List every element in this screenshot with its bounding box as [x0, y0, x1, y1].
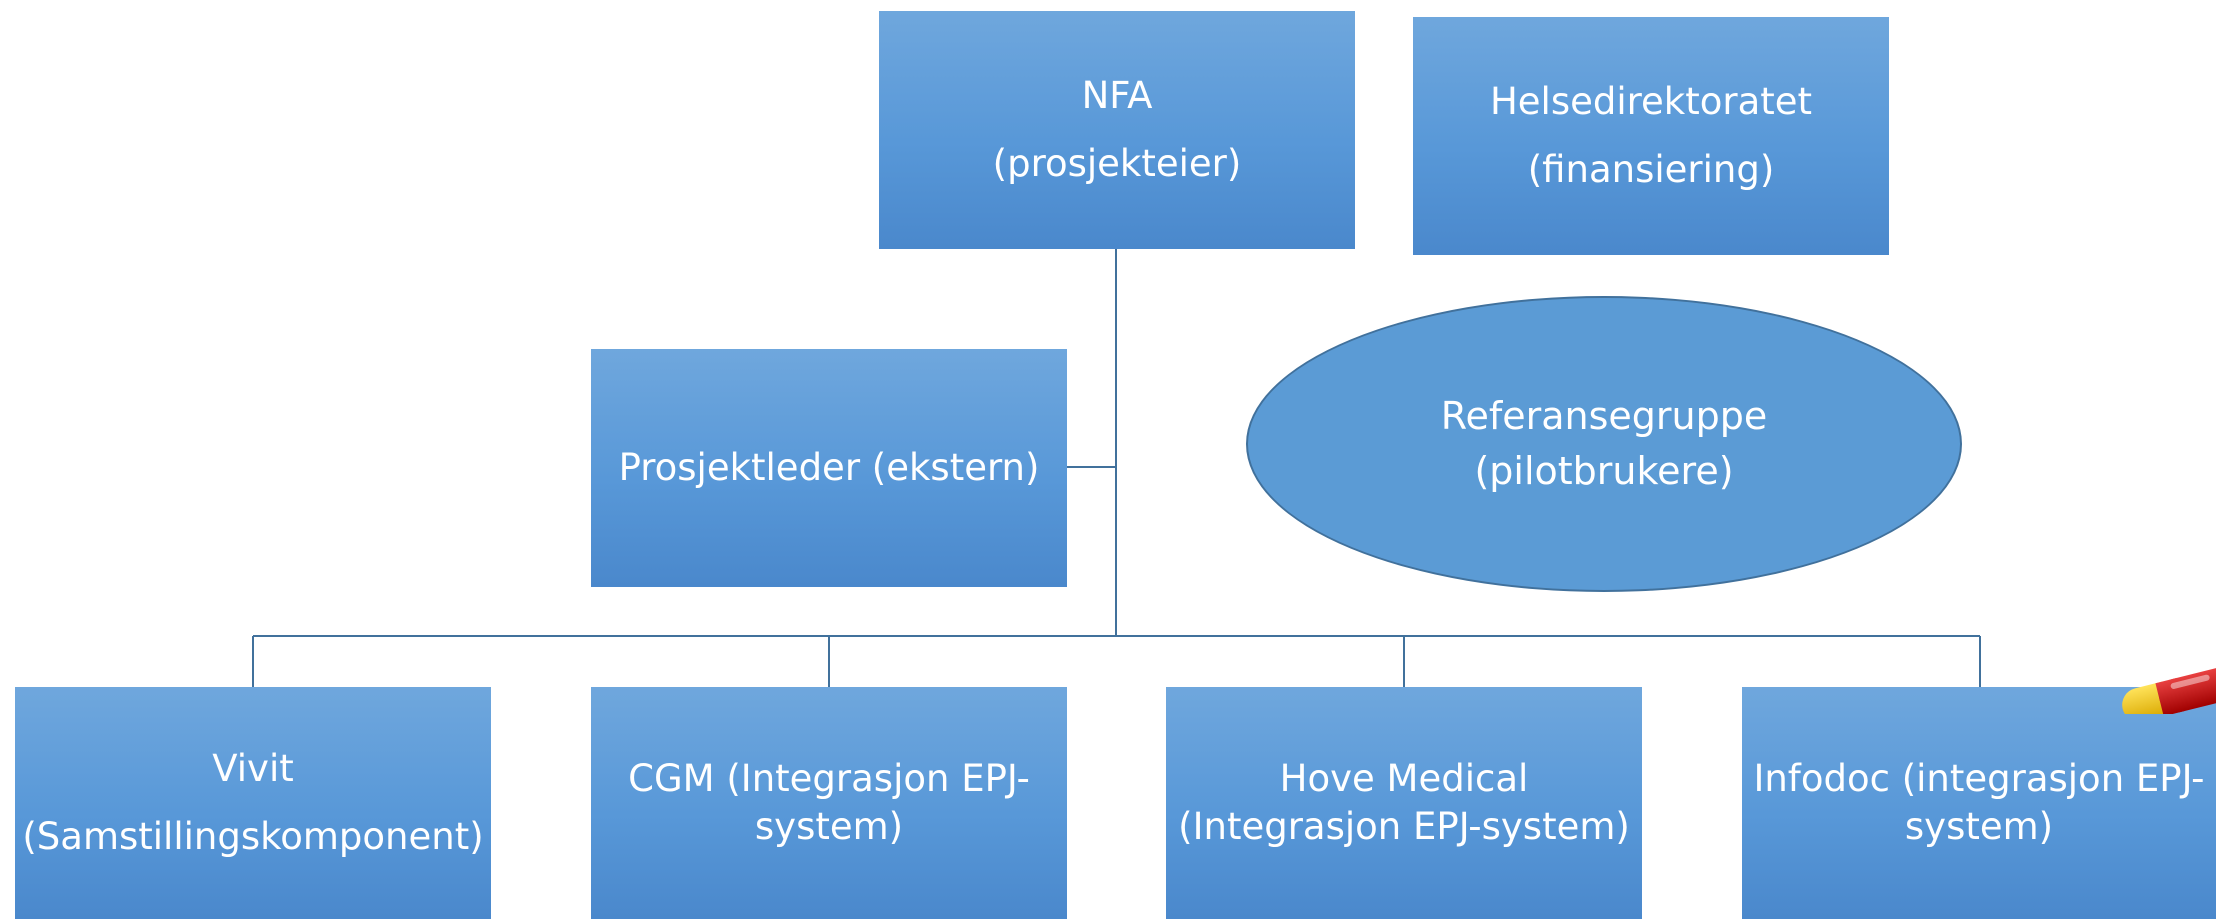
- pill-icon: [2110, 662, 2216, 714]
- node-helsedirektoratet: Helsedirektoratet (finansiering): [1413, 17, 1889, 255]
- node-cgm: CGM (Integrasjon EPJ- system): [591, 687, 1067, 919]
- node-prosjektleder-title: Prosjektleder (ekstern): [618, 445, 1040, 489]
- node-hove: Hove Medical (Integrasjon EPJ-system): [1166, 687, 1642, 919]
- node-prosjektleder: Prosjektleder (ekstern): [591, 349, 1067, 587]
- node-infodoc-subtitle: system): [1904, 805, 2054, 848]
- node-infodoc: Infodoc (integrasjon EPJ- system): [1742, 687, 2216, 919]
- node-hove-title: Hove Medical: [1279, 756, 1529, 800]
- node-cgm-title: CGM (Integrasjon EPJ-: [628, 756, 1030, 800]
- node-helsedirektoratet-subtitle: (finansiering): [1527, 148, 1775, 191]
- node-vivit: Vivit (Samstillingskomponent): [15, 687, 491, 919]
- node-cgm-subtitle: system): [754, 805, 904, 848]
- node-infodoc-title: Infodoc (integrasjon EPJ-: [1753, 756, 2205, 800]
- node-referansegruppe: Referansegruppe (pilotbrukere): [1246, 296, 1962, 592]
- node-nfa: NFA (prosjekteier): [879, 11, 1355, 249]
- node-hove-subtitle: (Integrasjon EPJ-system): [1178, 805, 1630, 848]
- node-referansegruppe-title: Referansegruppe: [1440, 393, 1768, 438]
- node-helsedirektoratet-title: Helsedirektoratet: [1489, 79, 1813, 123]
- node-nfa-subtitle: (prosjekteier): [992, 142, 1242, 185]
- node-vivit-subtitle: (Samstillingskomponent): [22, 815, 484, 858]
- node-referansegruppe-subtitle: (pilotbrukere): [1474, 449, 1734, 493]
- node-nfa-title: NFA: [1081, 73, 1153, 117]
- node-vivit-title: Vivit: [212, 746, 294, 790]
